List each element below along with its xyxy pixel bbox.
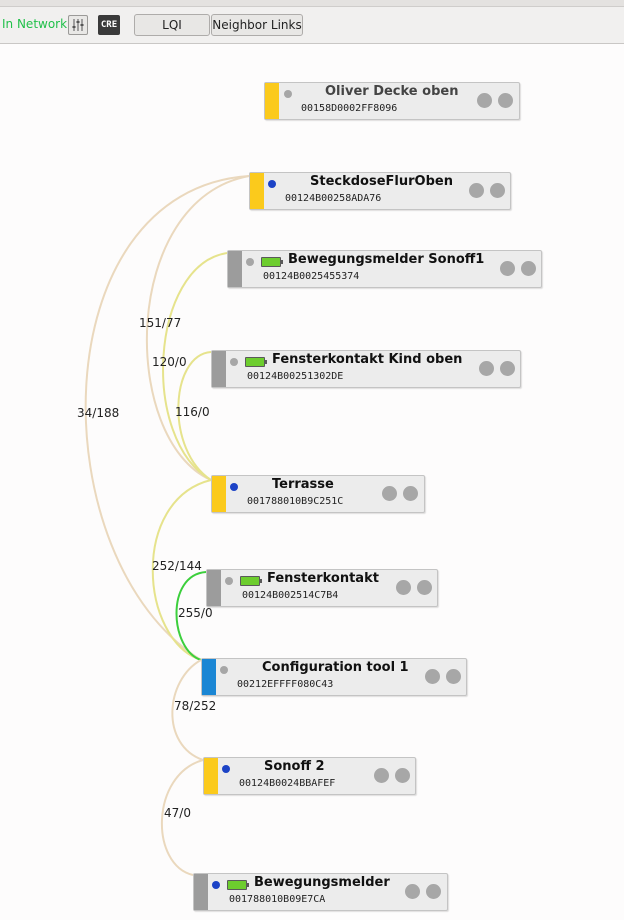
node-name: Bewegungsmelder Sonoff1	[288, 252, 485, 267]
node-name: Terrasse	[272, 477, 334, 492]
node-address: 00212EFFFF080C43	[237, 679, 334, 690]
status-dot	[222, 765, 230, 773]
node-type-bar	[250, 173, 264, 209]
status-dot	[212, 881, 220, 889]
node-oliver-decke-oben[interactable]: Oliver Decke oben 00158D0002FF8096	[264, 82, 520, 120]
node-type-bar	[194, 874, 208, 910]
endpoint-dot[interactable]	[498, 93, 513, 108]
node-name: SteckdoseFlurOben	[310, 174, 453, 189]
sliders-icon[interactable]	[68, 15, 88, 35]
node-name: Sonoff 2	[264, 759, 325, 774]
link-label: 47/0	[164, 806, 191, 820]
endpoint-dot[interactable]	[417, 580, 432, 595]
endpoint-dot[interactable]	[426, 884, 441, 899]
endpoint-dot[interactable]	[374, 768, 389, 783]
link-label: 34/188	[77, 406, 120, 420]
endpoint-dot[interactable]	[446, 669, 461, 684]
status-dot	[230, 358, 238, 366]
link-label: 116/0	[175, 405, 210, 419]
network-status: In Network	[2, 17, 68, 31]
node-type-bar	[265, 83, 279, 119]
node-type-bar	[212, 351, 226, 387]
node-terrasse[interactable]: Terrasse 001788010B9C251C	[211, 475, 425, 513]
node-configuration-tool-1[interactable]: Configuration tool 1 00212EFFFF080C43	[201, 658, 467, 696]
link-label: 151/77	[139, 316, 182, 330]
status-dot	[220, 666, 228, 674]
node-fensterkontakt-kind-oben[interactable]: Fensterkontakt Kind oben 00124B00251302D…	[211, 350, 521, 388]
status-dot	[246, 258, 254, 266]
battery-icon	[240, 576, 262, 586]
endpoint-dot[interactable]	[395, 768, 410, 783]
node-steckdoseflurboben[interactable]: SteckdoseFlurOben 00124B00258ADA76	[249, 172, 511, 210]
endpoint-dot[interactable]	[521, 261, 536, 276]
node-sonoff-2[interactable]: Sonoff 2 00124B0024BBAFEF	[203, 757, 416, 795]
battery-icon	[245, 357, 267, 367]
link-sonoff1-terrasse	[162, 252, 228, 481]
status-dot	[230, 483, 238, 491]
node-bewegungsmelder[interactable]: Bewegungsmelder 001788010B09E7CA	[193, 873, 448, 911]
node-address: 00158D0002FF8096	[301, 103, 398, 114]
neighbor-links-button[interactable]: Neighbor Links	[211, 14, 303, 36]
cre-icon[interactable]: CRE	[98, 15, 120, 35]
window-top-edge	[0, 0, 624, 7]
link-config-sonoff2	[171, 659, 204, 761]
lqi-button[interactable]: LQI	[134, 14, 210, 36]
status-dot	[284, 90, 292, 98]
link-fensterkontakt-config	[175, 571, 207, 661]
battery-icon	[227, 880, 249, 890]
node-name: Fensterkontakt	[267, 571, 379, 586]
endpoint-dot[interactable]	[500, 261, 515, 276]
link-kindoben-terrasse	[177, 351, 212, 481]
node-type-bar	[207, 570, 221, 606]
link-steckdose-config	[84, 175, 250, 661]
node-address: 00124B0025455374	[263, 271, 360, 282]
status-dot	[225, 577, 233, 585]
endpoint-dot[interactable]	[479, 361, 494, 376]
endpoint-dot[interactable]	[396, 580, 411, 595]
link-label: 255/0	[178, 606, 213, 620]
node-address: 001788010B9C251C	[247, 496, 344, 507]
link-steckdose-terrasse	[145, 175, 250, 481]
node-bewegungsmelder-sonoff1[interactable]: Bewegungsmelder Sonoff1 00124B0025455374	[227, 250, 542, 288]
endpoint-dot[interactable]	[490, 183, 505, 198]
node-type-bar	[202, 659, 216, 695]
node-fensterkontakt[interactable]: Fensterkontakt 00124B002514C7B4	[206, 569, 438, 607]
endpoint-dot[interactable]	[477, 93, 492, 108]
node-name: Configuration tool 1	[262, 660, 409, 675]
node-address: 00124B00258ADA76	[285, 193, 382, 204]
node-address: 001788010B09E7CA	[229, 894, 326, 905]
link-label: 252/144	[152, 559, 202, 573]
link-label: 120/0	[152, 355, 187, 369]
node-name: Oliver Decke oben	[325, 84, 459, 99]
battery-icon	[261, 257, 283, 267]
node-address: 00124B00251302DE	[247, 371, 344, 382]
endpoint-dot[interactable]	[425, 669, 440, 684]
node-type-bar	[212, 476, 226, 512]
endpoint-dot[interactable]	[469, 183, 484, 198]
node-type-bar	[228, 251, 242, 287]
link-terrasse-config	[151, 479, 212, 661]
endpoint-dot[interactable]	[382, 486, 397, 501]
node-name: Bewegungsmelder	[254, 875, 390, 890]
status-dot	[268, 180, 276, 188]
link-label: 78/252	[174, 699, 217, 713]
endpoint-dot[interactable]	[405, 884, 420, 899]
node-type-bar	[204, 758, 218, 794]
endpoint-dot[interactable]	[500, 361, 515, 376]
link-sonoff2-bewegungsmelder	[161, 759, 204, 876]
toolbar: In Network CRE LQI Neighbor Links	[0, 0, 624, 44]
node-name: Fensterkontakt Kind oben	[272, 352, 463, 367]
node-address: 00124B002514C7B4	[242, 590, 339, 601]
endpoint-dot[interactable]	[403, 486, 418, 501]
node-address: 00124B0024BBAFEF	[239, 778, 336, 789]
